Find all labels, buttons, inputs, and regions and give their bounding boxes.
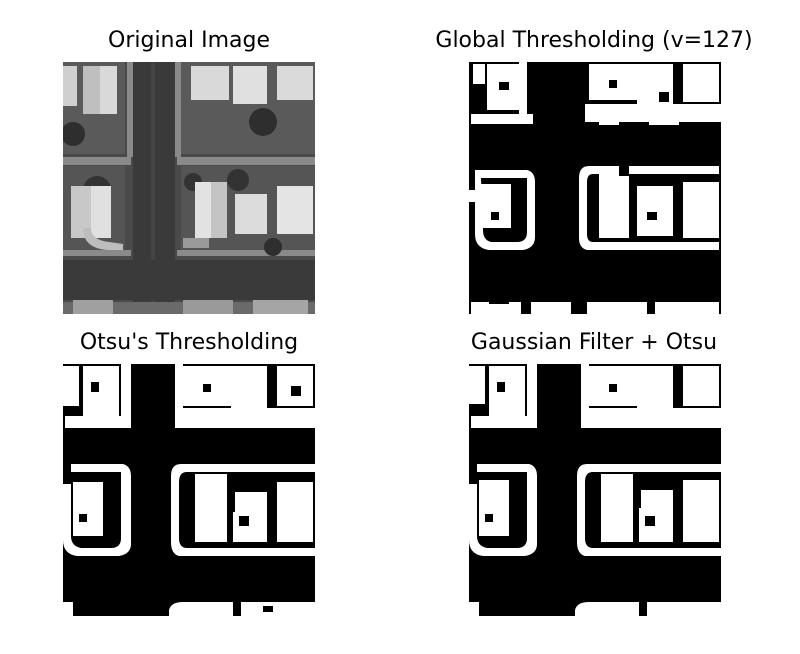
global-threshold-image [469, 62, 721, 314]
original-image [63, 62, 315, 314]
otsu-threshold-image [63, 364, 315, 616]
panel-title-gaussian-otsu: Gaussian Filter + Otsu [470, 330, 718, 355]
panel-title-otsu: Otsu's Thresholding [79, 330, 299, 355]
gaussian-otsu-image [469, 364, 721, 616]
panel-title-global-threshold: Global Thresholding (v=127) [435, 28, 753, 53]
panel-title-original: Original Image [108, 28, 270, 53]
